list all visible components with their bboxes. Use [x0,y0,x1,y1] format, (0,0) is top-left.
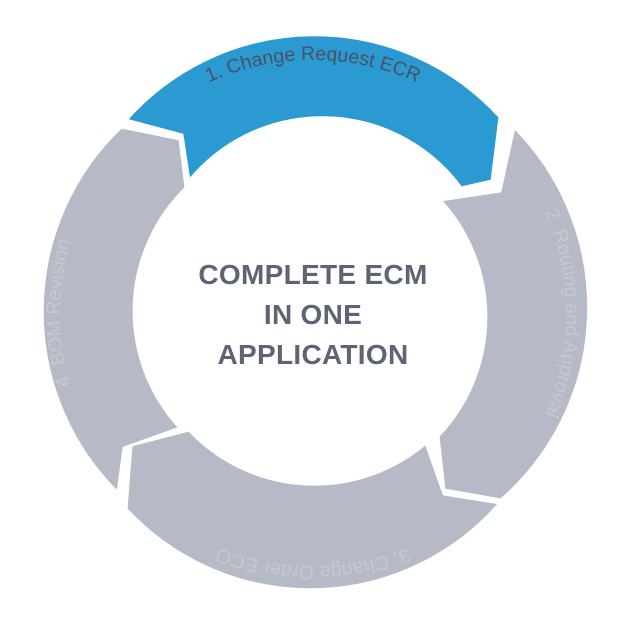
center-title: COMPLETE ECM IN ONE APPLICATION [143,255,483,375]
stage-segment-change-order[interactable] [124,428,502,592]
center-title-line-3: APPLICATION [217,339,409,370]
center-title-line-2: IN ONE [263,299,363,330]
center-title-line-1: COMPLETE ECM [198,259,428,290]
stage-segment-change-request[interactable] [124,33,502,190]
stage-segment-bom-revision[interactable] [40,125,188,495]
stage-segment-routing-approval[interactable] [436,125,591,502]
